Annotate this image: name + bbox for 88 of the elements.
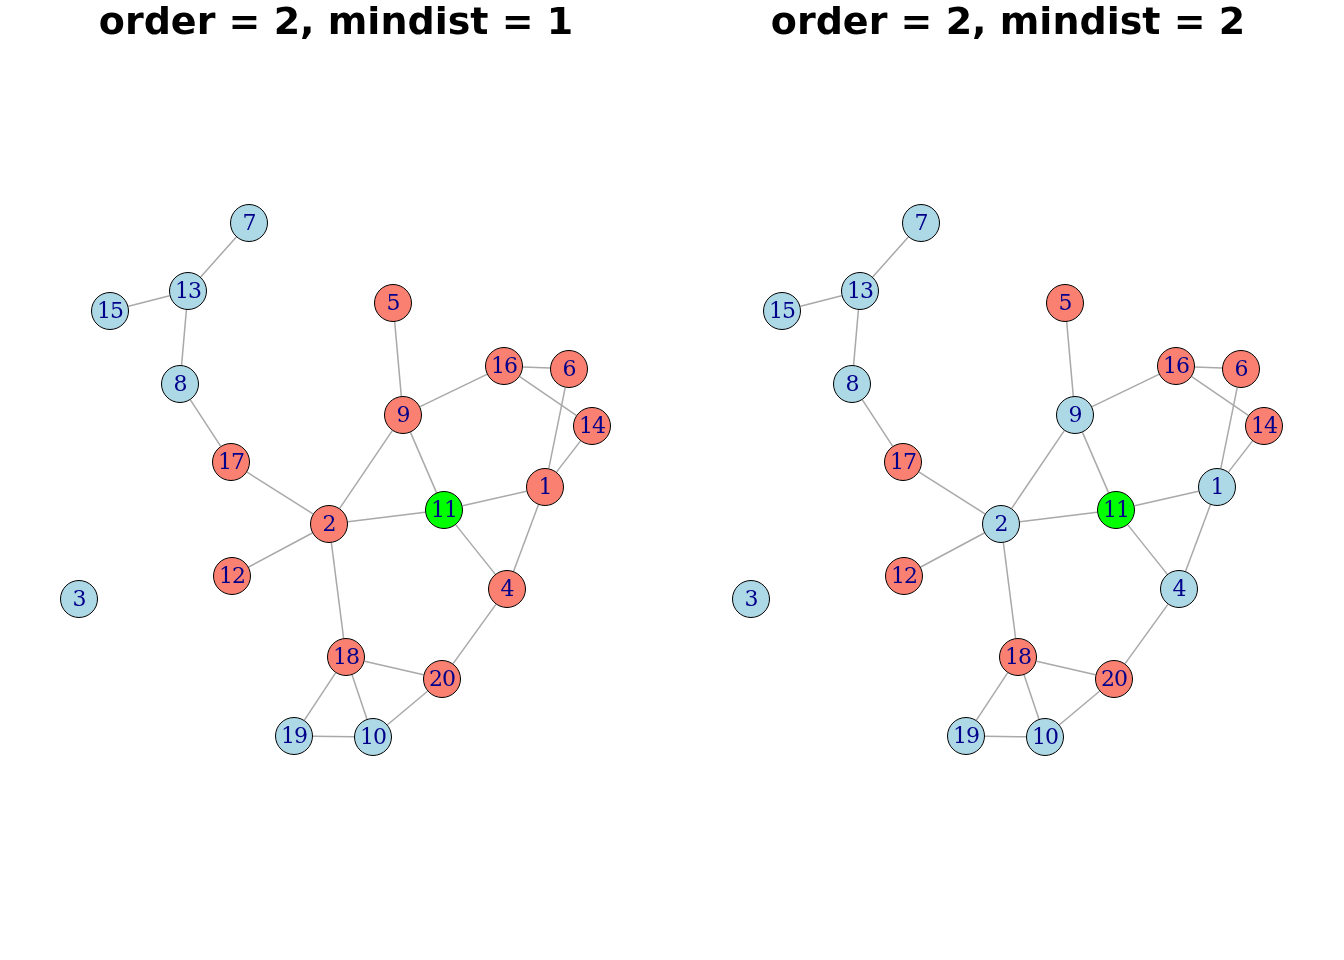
graph-node: 1	[1198, 468, 1236, 506]
edge-line	[852, 309, 860, 366]
edge-line	[1065, 321, 1075, 397]
edge-line	[1035, 660, 1097, 676]
edge-line	[1019, 511, 1098, 523]
graph-node: 17	[212, 443, 250, 481]
graph-node: 10	[354, 718, 392, 756]
graph-node: 14	[1245, 407, 1283, 445]
graph-node: 19	[275, 717, 313, 755]
edge-line	[555, 440, 582, 473]
graph-node: 20	[1095, 660, 1133, 698]
edge-line	[1190, 375, 1250, 417]
edge-line	[1184, 504, 1212, 572]
edge-line	[984, 735, 1027, 738]
edge-line	[363, 660, 425, 676]
edge-line	[199, 236, 238, 278]
graph-node: 7	[230, 204, 268, 242]
edge-line	[330, 542, 345, 639]
edge-line	[452, 603, 497, 665]
edge-line	[338, 429, 394, 510]
graph-node: 2	[310, 505, 348, 543]
edge-line	[455, 524, 496, 575]
graph-node: 4	[1160, 570, 1198, 608]
edge-line	[1133, 490, 1200, 507]
edge-line	[386, 690, 429, 726]
graph-node: 15	[91, 292, 129, 330]
edge-line	[1002, 542, 1017, 639]
edge-line	[303, 672, 337, 721]
edge-line	[180, 309, 188, 366]
edge-line	[799, 294, 843, 308]
graph-node: 18	[327, 638, 365, 676]
graph-node: 13	[169, 272, 207, 310]
edge-line	[975, 672, 1009, 721]
edge-line	[861, 399, 894, 447]
graph-node: 6	[550, 350, 588, 388]
graph-node: 16	[485, 347, 523, 385]
edge-line	[127, 294, 171, 308]
graph-node: 3	[732, 580, 770, 618]
graph-node: 5	[374, 284, 412, 322]
edge-line	[871, 236, 910, 278]
graph-node: 10	[1026, 718, 1064, 756]
edge-line	[312, 735, 355, 738]
graph-node: 11	[1097, 491, 1135, 529]
graph-node: 13	[841, 272, 879, 310]
edge-line	[246, 471, 314, 515]
edge-line	[351, 674, 368, 720]
graph-node: 12	[885, 557, 923, 595]
edge-line	[1023, 674, 1040, 720]
edge-line	[1124, 603, 1169, 665]
edge-line	[548, 386, 566, 470]
edge-line	[189, 399, 222, 447]
edge-line	[518, 375, 578, 417]
edge-line	[918, 471, 986, 515]
graph-node: 1	[526, 468, 564, 506]
graph-node: 4	[488, 570, 526, 608]
graph-node: 19	[947, 717, 985, 755]
edge-line	[1058, 690, 1101, 726]
panel-title: order = 2, mindist = 1	[98, 0, 574, 42]
panel-title: order = 2, mindist = 2	[770, 0, 1246, 42]
graph-node: 18	[999, 638, 1037, 676]
edge-line	[1127, 524, 1168, 575]
graph-node: 3	[60, 580, 98, 618]
edge-line	[1220, 386, 1238, 470]
edge-line	[919, 532, 986, 568]
graph-node: 11	[425, 491, 463, 529]
graph-node: 9	[384, 396, 422, 434]
graph-node: 12	[213, 557, 251, 595]
graph-node: 14	[573, 407, 611, 445]
edge-line	[512, 504, 540, 572]
edge-line	[522, 366, 551, 369]
edge-line	[1194, 366, 1223, 369]
graph-node: 7	[902, 204, 940, 242]
graph-node: 20	[423, 660, 461, 698]
graph-node: 8	[833, 365, 871, 403]
graph-node: 17	[884, 443, 922, 481]
graph-node: 9	[1056, 396, 1094, 434]
graph-node: 16	[1157, 347, 1195, 385]
edge-line	[1227, 440, 1254, 473]
edge-line	[347, 511, 426, 523]
graph-node: 15	[763, 292, 801, 330]
edge-line	[247, 532, 314, 568]
edge-line	[393, 321, 403, 397]
graph-node: 2	[982, 505, 1020, 543]
graph-node: 6	[1222, 350, 1260, 388]
edge-line	[461, 490, 528, 507]
graph-node: 5	[1046, 284, 1084, 322]
edge-line	[1010, 429, 1066, 510]
graph-node: 8	[161, 365, 199, 403]
